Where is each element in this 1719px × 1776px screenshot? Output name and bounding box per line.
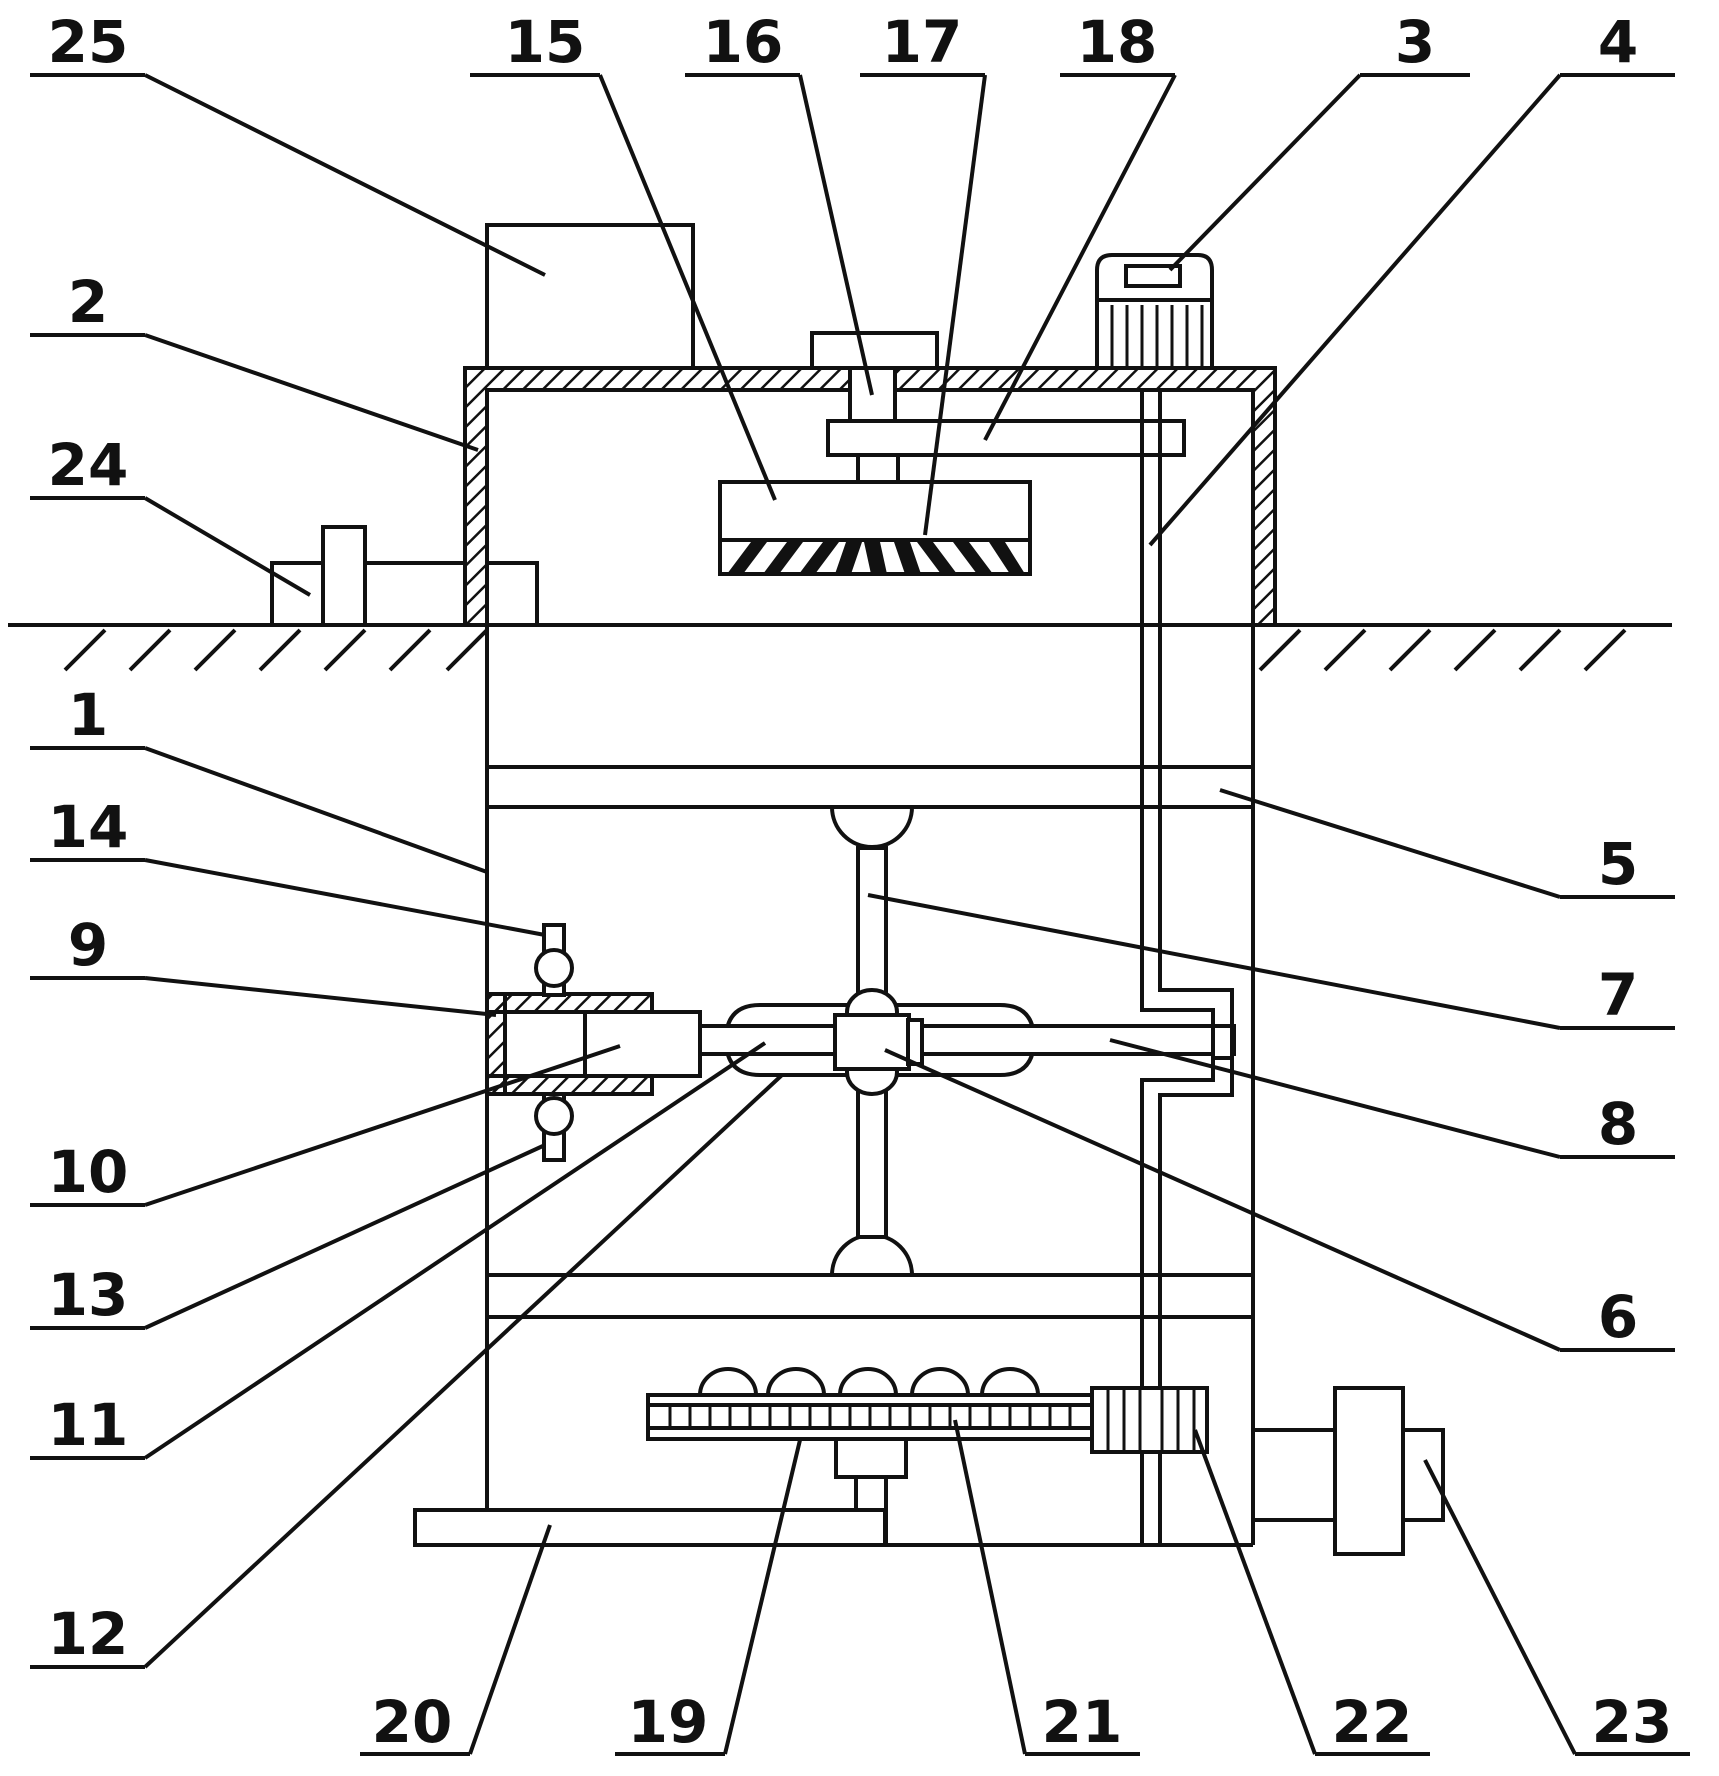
top-box-25 bbox=[485, 223, 695, 370]
slider-10 bbox=[503, 1010, 702, 1078]
label-13: 13 bbox=[48, 1261, 129, 1329]
label-23: 23 bbox=[1592, 1688, 1673, 1756]
top-motor-16 bbox=[810, 331, 939, 484]
slider-assembly bbox=[485, 923, 702, 1162]
label-7: 7 bbox=[1598, 961, 1638, 1029]
label-22: 22 bbox=[1332, 1688, 1413, 1756]
gear-22 bbox=[1090, 1386, 1209, 1454]
label-25: 25 bbox=[48, 8, 129, 76]
base-plate-20 bbox=[413, 1508, 887, 1547]
bristles-17 bbox=[727, 542, 1025, 574]
upper-plate-5 bbox=[485, 765, 1255, 809]
vertical-shaft-4 bbox=[1140, 390, 1234, 1545]
leader-lines bbox=[30, 73, 1690, 1756]
brush-head-15 bbox=[718, 480, 1032, 576]
belt-18 bbox=[826, 419, 1186, 457]
sleeve-9 bbox=[485, 992, 654, 1014]
part-labels: 25 15 16 17 18 3 4 2 24 1 14 9 10 13 11 … bbox=[48, 8, 1673, 1756]
label-1: 1 bbox=[68, 681, 108, 749]
ground bbox=[8, 623, 1672, 672]
top-right-motor-3 bbox=[1095, 253, 1214, 370]
label-19: 19 bbox=[628, 1688, 709, 1756]
label-8: 8 bbox=[1598, 1090, 1638, 1158]
label-12: 12 bbox=[48, 1600, 129, 1668]
left-motor-24 bbox=[270, 525, 539, 627]
label-16: 16 bbox=[703, 8, 784, 76]
label-11: 11 bbox=[48, 1391, 129, 1459]
label-2: 2 bbox=[68, 268, 108, 336]
label-3: 3 bbox=[1395, 8, 1435, 76]
horizontal-arm-8 bbox=[698, 988, 1236, 1096]
label-10: 10 bbox=[48, 1138, 129, 1206]
label-15: 15 bbox=[505, 8, 586, 76]
bottom-right-motor-23 bbox=[1251, 1386, 1445, 1556]
label-9: 9 bbox=[68, 911, 108, 979]
label-18: 18 bbox=[1077, 8, 1158, 76]
label-17: 17 bbox=[882, 8, 963, 76]
label-20: 20 bbox=[372, 1688, 453, 1756]
hub-6 bbox=[833, 1013, 911, 1071]
chain-mount-19 bbox=[834, 1437, 908, 1479]
lower-plate bbox=[485, 1273, 1255, 1319]
label-14: 14 bbox=[48, 793, 129, 861]
label-24: 24 bbox=[48, 431, 129, 499]
label-6: 6 bbox=[1598, 1283, 1638, 1351]
label-21: 21 bbox=[1042, 1688, 1123, 1756]
label-4: 4 bbox=[1598, 8, 1638, 76]
label-5: 5 bbox=[1598, 830, 1638, 898]
